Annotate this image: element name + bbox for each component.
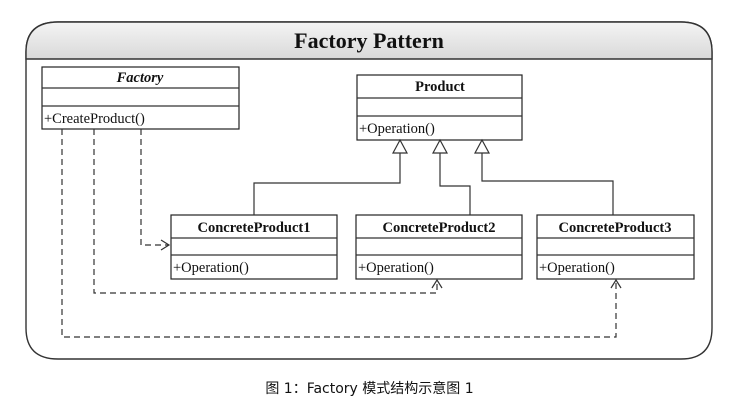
class-factory-name: Factory [116, 70, 164, 86]
class-factory-operation: +CreateProduct() [44, 111, 145, 127]
class-concrete-product-1-operation: +Operation() [173, 260, 249, 276]
inheritance-concrete2-to-product [431, 138, 471, 215]
class-product-operation: +Operation() [359, 121, 435, 137]
dependency-factory-to-concrete3 [61, 129, 622, 338]
class-concrete-product-3-name: ConcreteProduct3 [558, 220, 671, 236]
class-concrete-product-2-name: ConcreteProduct2 [382, 220, 495, 236]
figure-caption: 图 1：Factory 模式结构示意图 1 [265, 381, 474, 397]
inheritance-concrete3-to-product [473, 138, 614, 215]
class-product: Product +Operation() [356, 74, 523, 141]
class-factory: Factory +CreateProduct() [41, 66, 240, 130]
class-concrete-product-2: ConcreteProduct2 +Operation() [355, 214, 523, 280]
class-concrete-product-1: ConcreteProduct1 +Operation() [170, 214, 338, 280]
class-concrete-product-3-operation: +Operation() [539, 260, 615, 276]
class-concrete-product-3: ConcreteProduct3 +Operation() [536, 214, 695, 280]
class-concrete-product-2-operation: +Operation() [358, 260, 434, 276]
dependency-factory-to-concrete1 [140, 129, 171, 251]
dependency-factory-to-concrete2 [93, 129, 443, 294]
diagram-title: Factory Pattern [294, 28, 444, 53]
class-product-name: Product [415, 79, 465, 95]
factory-pattern-diagram: Factory Pattern Factory +CreateProduct()… [25, 21, 713, 360]
inheritance-concrete1-to-product [253, 138, 409, 215]
class-concrete-product-1-name: ConcreteProduct1 [197, 220, 310, 236]
